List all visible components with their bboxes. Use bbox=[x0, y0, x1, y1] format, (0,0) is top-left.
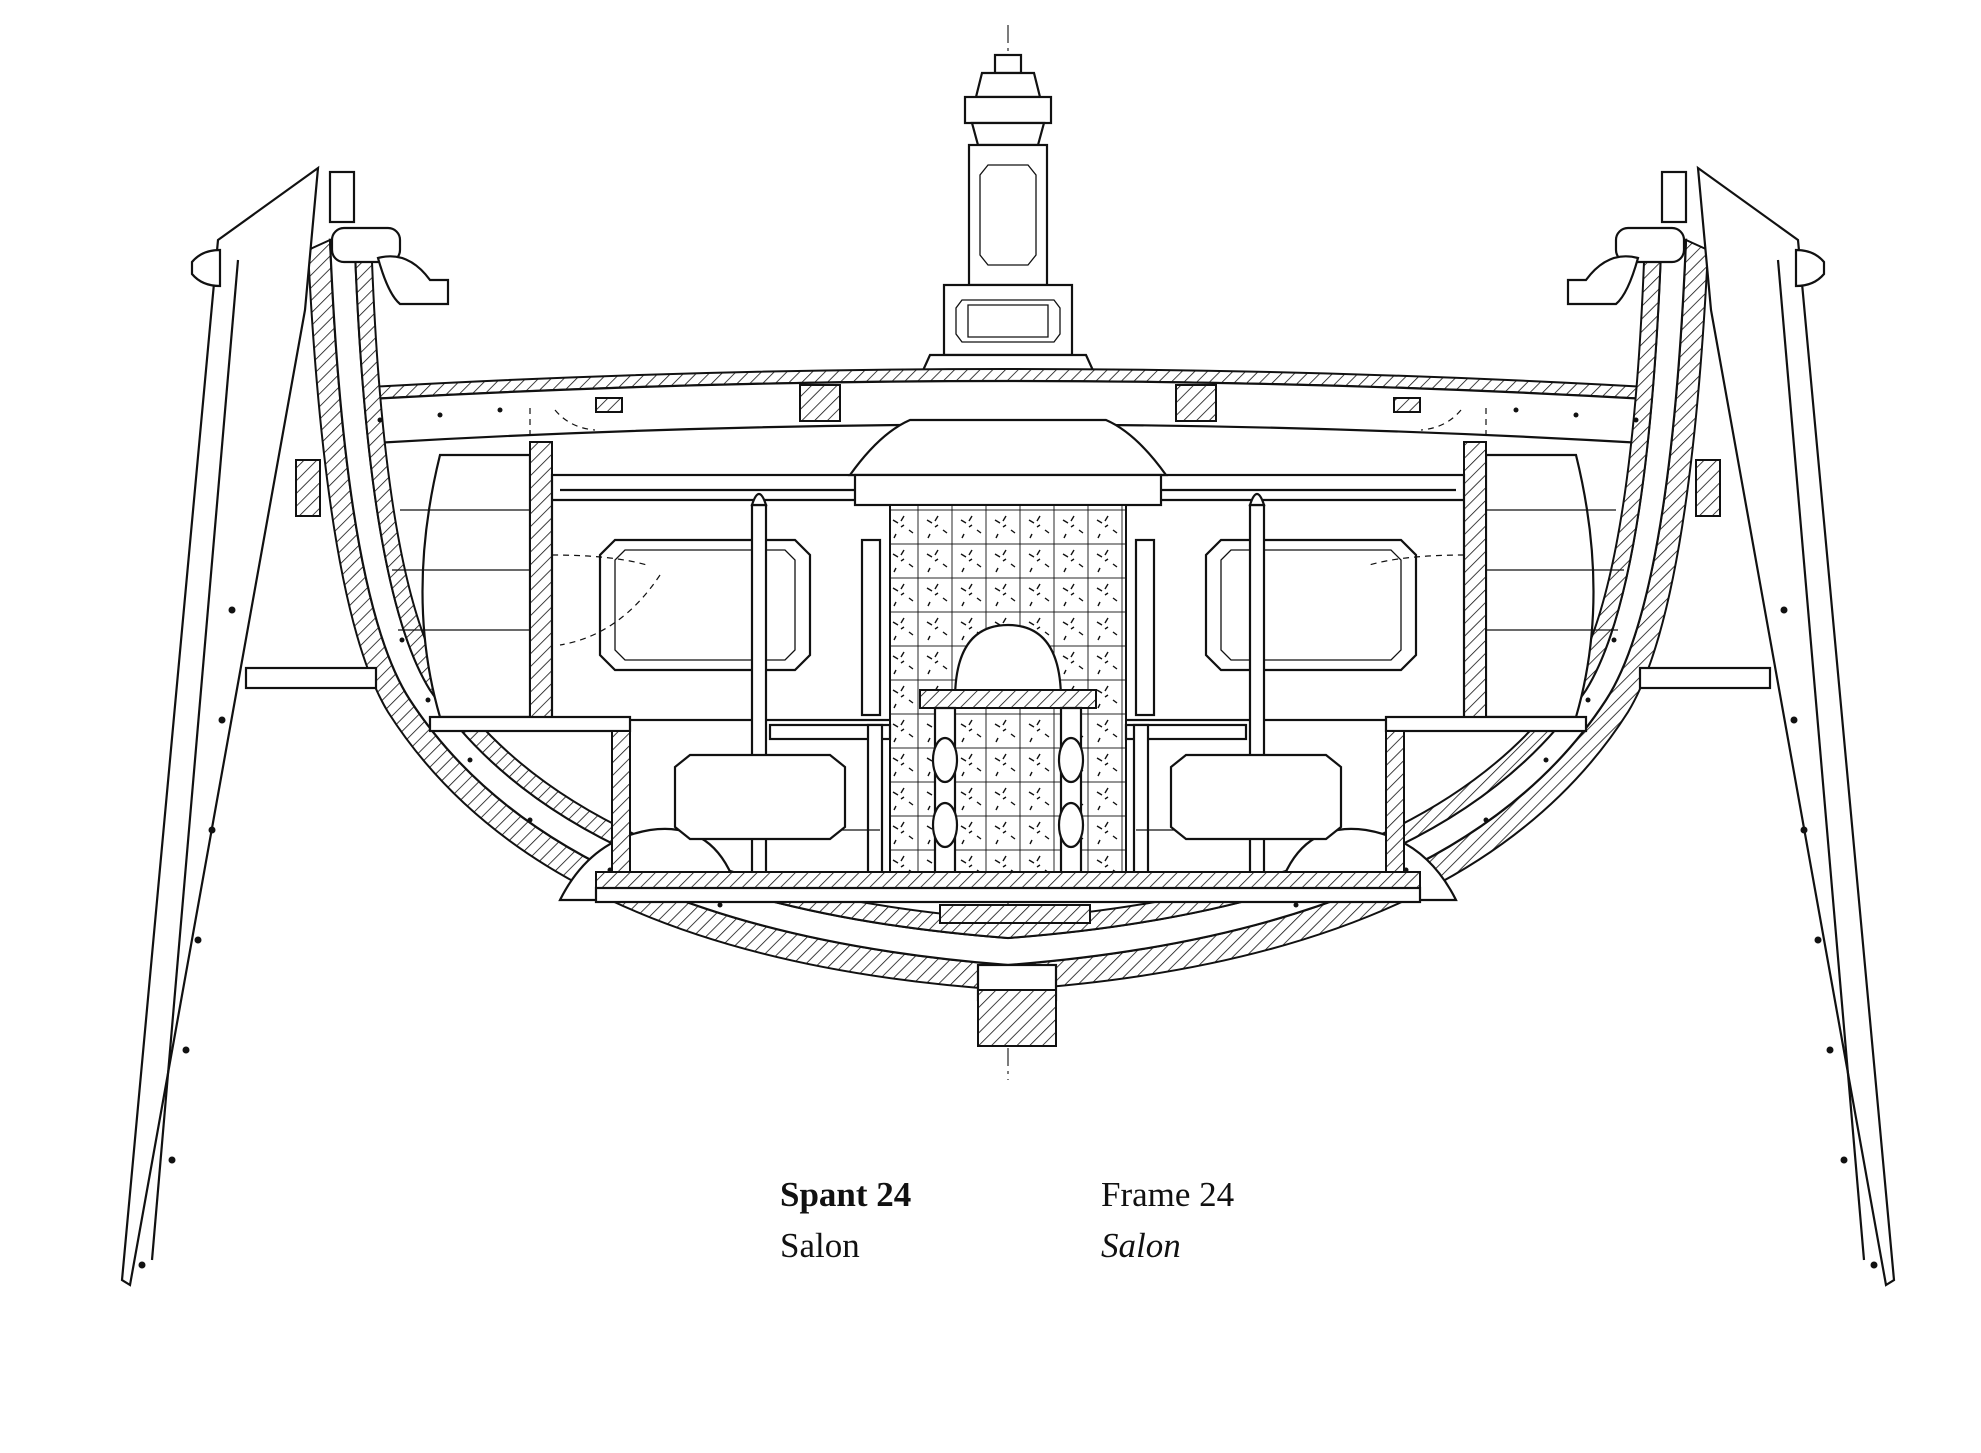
wall-panel-right bbox=[1204, 538, 1418, 672]
bench-panel-right bbox=[1169, 753, 1343, 841]
tiled-stove bbox=[847, 418, 1169, 881]
cabin-interior bbox=[392, 418, 1624, 904]
caption-german-subtitle: Salon bbox=[780, 1226, 860, 1265]
caption-german-title: Spant 24 bbox=[780, 1175, 912, 1214]
wall-panel-left bbox=[598, 538, 812, 672]
caption-english-subtitle: Salon bbox=[1101, 1226, 1181, 1265]
deck-beam bbox=[350, 368, 1667, 446]
leeboard-left bbox=[120, 165, 450, 1287]
stove-chimney bbox=[918, 53, 1098, 379]
caption-english-title: Frame 24 bbox=[1101, 1175, 1235, 1214]
leeboard-right bbox=[1566, 165, 1896, 1287]
salon-table bbox=[919, 689, 1097, 880]
bench-panel-left bbox=[673, 753, 847, 841]
